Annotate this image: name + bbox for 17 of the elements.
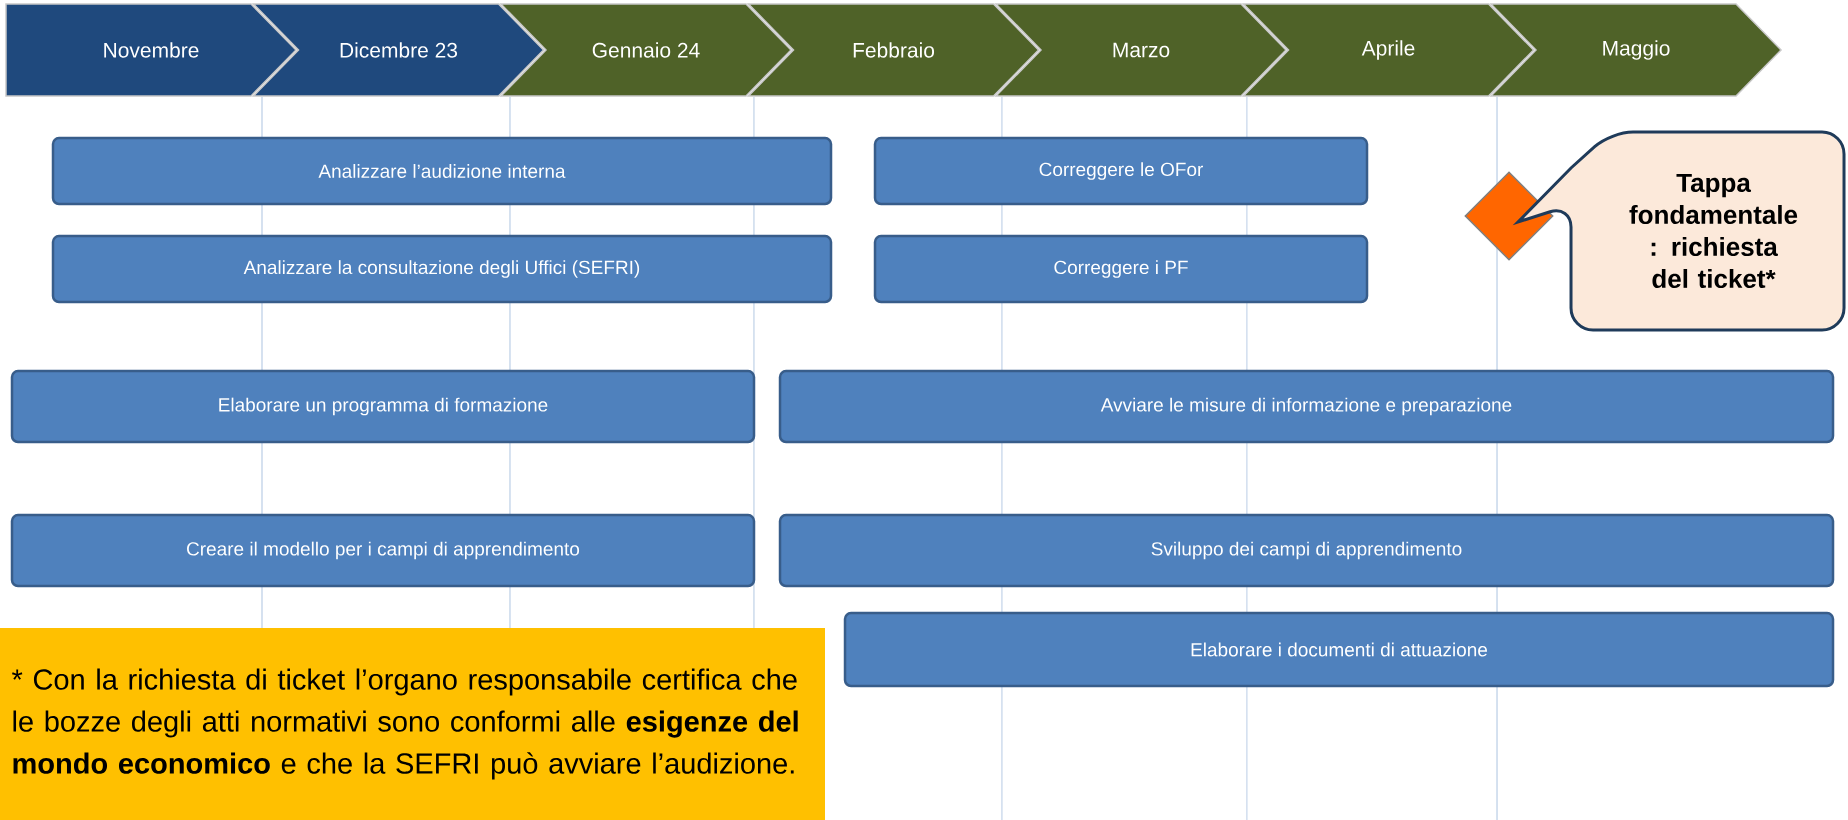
task-bar: Correggere i PF [873,234,1369,304]
footnote-box: * Con la richiesta di ticket l’organo responsabile certifica che le bozze degli atti normativi sono conformi alle esigenze del mondo economico e che la SEFRI può avviare l’audizione. [0,628,825,820]
month-banner: Maggio [1489,3,1783,97]
month-banner: Febbraio [746,3,1040,97]
month-banner: Gennaio 24 [499,3,793,97]
task-bar: Sviluppo dei campi di apprendimento [778,513,1835,588]
task-bar: Elaborare i documenti di attuazione [843,611,1835,688]
month-banner: Dicembre 23 [251,3,545,97]
task-bar: Creare il modello per i campi di apprendimento [10,513,756,588]
task-bar: Analizzare la consultazione degli Uffici (SEFRI) [51,234,833,304]
month-banner: Aprile [1241,3,1535,97]
task-bar: Avviare le misure di informazione e preparazione [778,369,1835,444]
month-banner: Marzo [994,3,1288,97]
month-banner: Novembre [5,3,298,97]
task-bar: Correggere le OFor [873,136,1369,206]
task-bar: Elaborare un programma di formazione [10,369,756,444]
task-bar: Analizzare l’audizione interna [51,136,833,206]
